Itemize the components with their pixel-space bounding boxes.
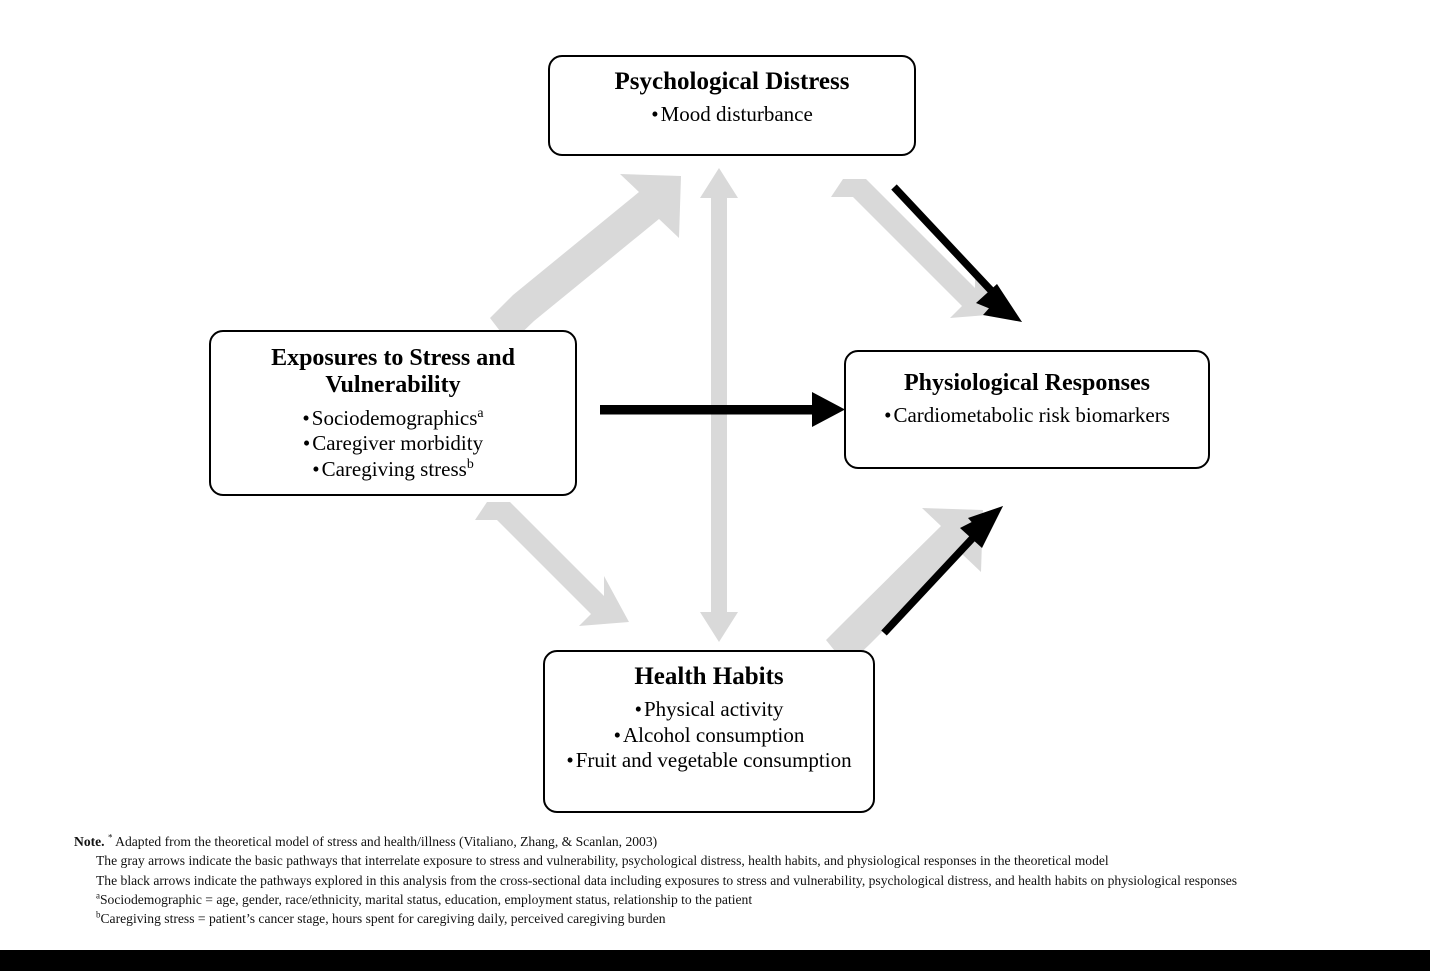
arrow-black-exposures-to-physiological	[600, 392, 845, 427]
bullet-item: •Physical activity	[545, 697, 873, 723]
bullet-item: •Sociodemographicsa	[211, 404, 575, 432]
bottom-black-bar	[0, 950, 1430, 971]
footnote-marker-b: b	[466, 455, 474, 471]
box-title-exposures-line2: Vulnerability	[325, 371, 461, 398]
footnote-a-text: Sociodemographic = age, gender, race/eth…	[99, 891, 753, 907]
bullet-text: Physical activity	[643, 697, 784, 721]
bullet-text: Fruit and vegetable consumption	[575, 748, 852, 773]
box-exposures-to-stress-and-vulnerability[interactable]: Exposures to Stress and Vulnerability •S…	[209, 330, 577, 496]
bullet-item: •Fruit and vegetable consumption	[545, 748, 873, 774]
bullet-text: Alcohol consumption	[622, 722, 805, 747]
bullet-item: •Cardiometabolic risk biomarkers	[846, 403, 1208, 429]
note-line-1-text: Adapted from the theoretical model of st…	[115, 834, 658, 849]
box-bullets-health-habits: •Physical activity •Alcohol consumption …	[545, 697, 873, 774]
bullet-glyph: •	[302, 431, 311, 456]
bullet-glyph: •	[566, 748, 574, 773]
arrow-black-distress-to-physiological	[891, 184, 1022, 322]
bullet-glyph: •	[302, 405, 310, 430]
arrow-gray-exposures-to-distress	[490, 174, 681, 344]
box-psychological-distress[interactable]: Psychological Distress •Mood disturbance	[548, 55, 916, 156]
footnote-marker-a: a	[96, 890, 100, 901]
bullet-item: •Alcohol consumption	[545, 723, 873, 749]
bullet-glyph: •	[613, 722, 621, 747]
box-title-health-habits: Health Habits	[634, 663, 784, 690]
note-star-marker: *	[107, 832, 113, 843]
arrow-gray-distress-to-physiological	[831, 179, 1000, 318]
bullet-text: Caregiver morbidity	[312, 431, 484, 456]
box-title-psychological-distress: Psychological Distress	[614, 68, 850, 95]
bullet-glyph: •	[312, 456, 320, 481]
bullet-text: Sociodemographics	[311, 405, 478, 430]
box-bullets-exposures: •Sociodemographicsa •Caregiver morbidity…	[211, 404, 575, 483]
bullet-item: •Caregiver morbidity	[211, 431, 575, 457]
note-line-2: The gray arrows indicate the basic pathw…	[96, 853, 1109, 869]
bullet-glyph: •	[651, 102, 659, 126]
arrow-gray-exposures-to-habits	[475, 502, 629, 626]
bullet-item: •Caregiving stressb	[211, 457, 575, 483]
arrow-black-habits-to-physiological	[881, 506, 1003, 636]
note-footnote-b: bCaregiving stress = patient’s cancer st…	[96, 909, 1414, 928]
footnote-marker-b: b	[96, 909, 101, 920]
box-title-physiological-responses: Physiological Responses	[903, 370, 1151, 396]
box-title-exposures: Exposures to Stress and Vulnerability	[211, 345, 575, 399]
note-line-3: The black arrows indicate the pathways e…	[96, 872, 1238, 888]
box-title-exposures-line1: Exposures to Stress and	[271, 345, 515, 371]
note-line-1: Note. * Adapted from the theoretical mod…	[74, 832, 1414, 851]
box-bullets-psychological-distress: •Mood disturbance	[550, 102, 914, 128]
bullet-text: Mood disturbance	[660, 102, 813, 126]
box-bullets-physiological-responses: •Cardiometabolic risk biomarkers	[846, 403, 1208, 429]
box-physiological-responses[interactable]: Physiological Responses •Cardiometabolic…	[844, 350, 1210, 469]
bullet-item: •Mood disturbance	[550, 102, 914, 128]
footnote-marker-a: a	[477, 404, 484, 420]
footnote-b-text: Caregiving stress = patient’s cancer sta…	[100, 911, 666, 927]
figure-note: Note. * Adapted from the theoretical mod…	[74, 832, 1414, 928]
bullet-glyph: •	[884, 402, 892, 427]
box-health-habits[interactable]: Health Habits •Physical activity •Alcoho…	[543, 650, 875, 813]
note-label: Note.	[74, 834, 105, 849]
bullet-glyph: •	[634, 697, 642, 721]
bullet-text: Caregiving stress	[321, 456, 467, 481]
note-footnote-a: aSociodemographic = age, gender, race/et…	[96, 890, 1414, 909]
bullet-text: Cardiometabolic risk biomarkers	[893, 402, 1170, 427]
arrow-gray-habits-to-physiological	[826, 508, 983, 666]
